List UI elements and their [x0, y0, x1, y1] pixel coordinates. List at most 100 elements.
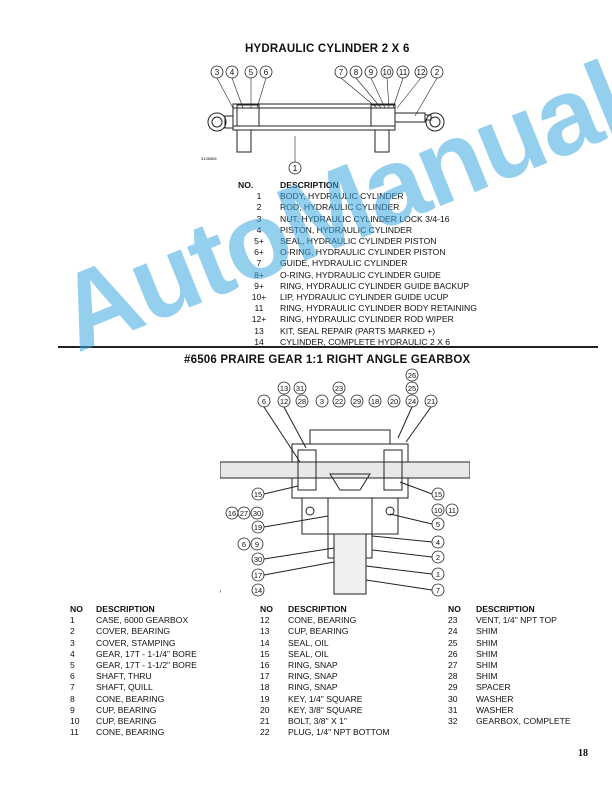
callout-right-2: 9	[369, 68, 374, 77]
part-number: 13	[260, 626, 270, 637]
part-number: 18	[260, 682, 270, 693]
parts-row: 2 COVER, BEARING	[70, 626, 197, 637]
callout-right-6: 2	[435, 68, 440, 77]
part-number: 29	[448, 682, 458, 693]
part-number: 28	[448, 671, 458, 682]
part-number: 11	[70, 727, 79, 738]
gb-callout-top3-1: 12	[280, 397, 288, 406]
parts-row: 5+ SEAL, HYDRAULIC CYLINDER PISTON	[238, 236, 477, 247]
gb-callout-left-0: 15	[254, 490, 262, 499]
gearbox-drawing-code: 1100416	[220, 588, 221, 595]
part-number: 13	[254, 325, 264, 336]
part-description: O-RING, HYDRAULIC CYLINDER PISTON	[280, 247, 446, 258]
page-number: 18	[578, 748, 588, 759]
part-number: 14	[260, 637, 270, 648]
callout-right-3: 10	[383, 68, 392, 77]
part-number: 2	[70, 626, 75, 637]
part-description: KEY, 3/8" SQUARE	[288, 704, 363, 715]
callout-group-left	[210, 65, 273, 79]
parts-row: 6 SHAFT, THRU	[70, 671, 197, 682]
part-number: 4	[256, 224, 262, 235]
gb-callout-top3-0: 6	[262, 397, 266, 406]
gb-callout-right-2: 11	[448, 506, 456, 515]
gb-callout-left-9: 14	[254, 586, 262, 595]
part-description: SEAL, HYDRAULIC CYLINDER PISTON	[280, 236, 437, 247]
part-description: ROD, HYDRAULIC CYLINDER	[280, 202, 400, 213]
part-description: RING, HYDRAULIC CYLINDER GUIDE BACKUP	[280, 280, 470, 291]
cylinder-drawing-code: 3126506	[201, 156, 217, 161]
part-number: 30	[448, 693, 458, 704]
part-description: RING, SNAP	[288, 671, 338, 682]
part-number: 6	[70, 671, 75, 682]
section-divider	[58, 346, 598, 348]
parts-row: 8+ O-RING, HYDRAULIC CYLINDER GUIDE	[238, 270, 477, 281]
part-number: 21	[260, 716, 270, 727]
part-description: COVER, BEARING	[96, 626, 171, 637]
callout-left-2: 5	[249, 68, 254, 77]
part-number: 8+	[254, 269, 264, 280]
parts-row: 12+RING, HYDRAULIC CYLINDER ROD WIPER	[238, 314, 477, 325]
part-number: 10	[70, 716, 80, 727]
part-number: 25	[448, 637, 458, 648]
gb-callout-right-1: 10	[434, 506, 442, 515]
part-description: PLUG, 1/4" NPT BOTTOM	[288, 727, 390, 738]
cylinder-body-shape	[207, 103, 445, 153]
part-description: GUIDE, HYDRAULIC CYLINDER	[280, 258, 408, 269]
gearbox-title: #6506 PRAIRE GEAR 1:1 RIGHT ANGLE GEARBO…	[184, 354, 471, 366]
part-description: SHAFT, THRU	[96, 671, 152, 682]
part-description: CUP, BEARING	[96, 704, 157, 715]
gb-callout-left-5: 6	[242, 540, 246, 549]
part-number: 3	[256, 213, 262, 224]
part-number: 9	[70, 704, 75, 715]
gb-callout-top2-0: 13	[280, 384, 288, 393]
part-number: 31	[448, 704, 458, 715]
part-number: 32	[448, 716, 458, 727]
gb-callout-left-4: 19	[254, 523, 262, 532]
part-number: 14	[254, 336, 264, 347]
part-description: O-RING, HYDRAULIC CYLINDER GUIDE	[280, 269, 441, 280]
gb-callout-top2-3: 25	[408, 384, 416, 393]
part-description: SHIM	[476, 660, 498, 671]
gb-callout-top1-0: 26	[408, 371, 416, 380]
part-description: SHIM	[476, 648, 498, 659]
gb-callout-top3-7: 20	[390, 397, 398, 406]
callout-left-0: 3	[215, 68, 220, 77]
part-description: SHIM	[476, 626, 498, 637]
gb-callout-top2-1: 31	[296, 384, 304, 393]
parts-row: 9 CUP, BEARING	[70, 705, 197, 716]
part-number: 26	[448, 648, 458, 659]
gb-callout-right-7: 7	[436, 586, 440, 595]
gb-callout-top3-6: 18	[371, 397, 379, 406]
part-description: KIT, SEAL REPAIR (PARTS MARKED +)	[280, 325, 436, 336]
part-description: SHAFT, QUILL	[96, 682, 153, 693]
gb-callout-right-6: 1	[436, 570, 440, 579]
part-number: 2	[256, 202, 262, 213]
parts-row: 2 ROD, HYDRAULIC CYLINDER	[238, 202, 477, 213]
gb-callout-right-3: 5	[436, 520, 440, 529]
parts-header: NO. DESCRIPTION	[238, 180, 339, 190]
part-number: 5+	[254, 236, 264, 247]
part-description: CONE, BEARING	[96, 727, 165, 738]
part-number: 10+	[251, 292, 267, 303]
part-description: KEY, 1/4" SQUARE	[288, 693, 363, 704]
part-description: CONE, BEARING	[288, 615, 357, 626]
part-description: VENT, 1/4" NPT TOP	[476, 615, 557, 626]
